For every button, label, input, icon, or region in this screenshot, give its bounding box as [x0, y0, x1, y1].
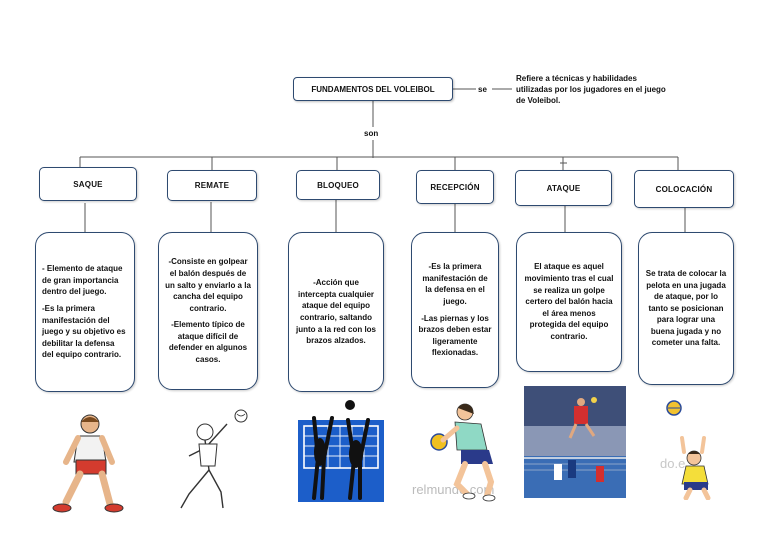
- node-saque-title: SAQUE: [73, 179, 103, 189]
- connector-se-label: se: [478, 85, 487, 94]
- root-title: FUNDAMENTOS DEL VOLEIBOL: [311, 84, 435, 94]
- node-recepcion-title: RECEPCIÓN: [430, 182, 480, 192]
- desc-remate-p1: -Consiste en golpear el balón después de…: [165, 257, 251, 313]
- colocacion-player-icon: [666, 400, 711, 500]
- node-colocacion: COLOCACIÓN: [634, 170, 734, 208]
- desc-colocacion: Se trata de colocar la pelota en una jug…: [638, 232, 734, 385]
- desc-recepcion-p2: -Las piernas y los brazos deben estar li…: [418, 313, 492, 358]
- node-remate-title: REMATE: [194, 181, 230, 190]
- desc-ataque-p1: El ataque es aquel movimiento tras el cu…: [524, 262, 614, 341]
- desc-bloqueo: -Acción que intercepta cualquier ataque …: [288, 232, 384, 392]
- bloqueo-net-icon: [298, 400, 384, 502]
- ataque-photo-icon: [524, 386, 626, 498]
- desc-recepcion: -Es la primera manifestación de la defen…: [411, 232, 499, 388]
- node-bloqueo-title: BLOQUEO: [317, 180, 359, 190]
- desc-bloqueo-p1: -Acción que intercepta cualquier ataque …: [295, 278, 376, 346]
- node-ataque: ATAQUE: [515, 170, 612, 206]
- desc-colocacion-p1: Se trata de colocar la pelota en una jug…: [645, 268, 727, 348]
- remate-player-icon: [180, 409, 248, 509]
- node-colocacion-title: COLOCACIÓN: [655, 184, 713, 194]
- saque-player-icon: [52, 414, 124, 513]
- node-remate: REMATE: [167, 170, 257, 201]
- node-saque: SAQUE: [39, 167, 137, 201]
- desc-saque-p1: - Elemento de ataque de gran importancia…: [42, 264, 123, 297]
- node-bloqueo: BLOQUEO: [296, 170, 380, 200]
- recepcion-player-icon: [430, 403, 496, 502]
- desc-recepcion-p1: -Es la primera manifestación de la defen…: [422, 262, 488, 306]
- desc-saque: - Elemento de ataque de gran importancia…: [35, 232, 135, 392]
- watermark-text: relmundo.com: [412, 482, 495, 497]
- desc-remate-p2: -Elemento típico de ataque difícil de de…: [168, 320, 248, 365]
- desc-saque-p2: -Es la primera manifestación del juego y…: [42, 303, 126, 360]
- root-node: FUNDAMENTOS DEL VOLEIBOL: [293, 77, 453, 101]
- desc-remate: -Consiste en golpear el balón después de…: [158, 232, 258, 390]
- definition-text: Refiere a técnicas y habilidades utiliza…: [516, 74, 666, 105]
- watermark-text-2: do.e: [660, 456, 686, 471]
- desc-ataque: El ataque es aquel movimiento tras el cu…: [516, 232, 622, 372]
- node-recepcion: RECEPCIÓN: [416, 170, 494, 204]
- connector-son-label: son: [364, 129, 379, 138]
- node-ataque-title: ATAQUE: [546, 183, 581, 193]
